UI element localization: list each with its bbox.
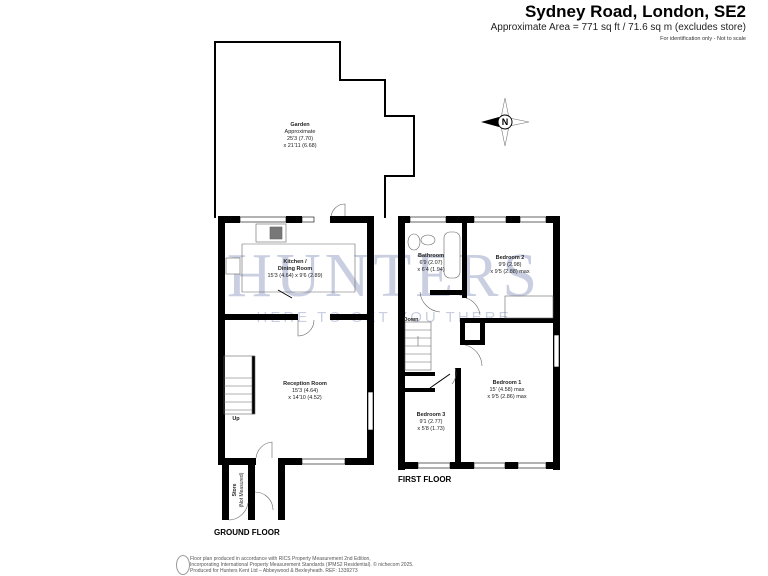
first-stairs — [404, 321, 432, 371]
bathroom-dim-2: x 6'4 (1.94) — [417, 267, 445, 273]
stairs-up-label: Up — [232, 416, 240, 422]
ground-floor-label: GROUND FLOOR — [214, 528, 280, 537]
store-label: Store — [232, 483, 238, 496]
reception-label: Reception Room — [283, 381, 327, 387]
garden-outline — [214, 41, 415, 219]
garden-dim-2: 25'3 (7.70) — [287, 136, 313, 142]
watermark-tagline: HERE TO GET YOU THERE — [257, 309, 512, 326]
watermark: HUNTERS HERE TO GET YOU THERE — [227, 242, 541, 326]
area-summary: Approximate Area = 771 sq ft / 71.6 sq m… — [490, 22, 746, 33]
bedroom2-dim-1: 9'9 (2.98) — [498, 262, 521, 268]
bathroom-label: Bathroom — [418, 253, 444, 259]
garden-dim-3: x 21'11 (6.68) — [283, 143, 316, 149]
garden-dim-1: Approximate — [285, 129, 316, 135]
bedroom3-label: Bedroom 3 — [417, 412, 446, 418]
reception-dim-1: 15'3 (4.64) — [292, 388, 318, 394]
ground-stairs — [223, 355, 256, 415]
kitchen-label: Kitchen / — [283, 259, 307, 265]
page-title: Sydney Road, London, SE2 — [524, 2, 746, 21]
garden-label: Garden — [290, 122, 310, 128]
first-floor-windows — [409, 216, 560, 469]
scale-note: For identification only - Not to scale — [660, 36, 746, 42]
compass-icon: N — [481, 97, 530, 147]
footer-line-1: Floor plan produced in accordance with R… — [190, 556, 371, 562]
bedroom2-dim-2: x 9'5 (2.88) max — [490, 269, 530, 275]
ground-floor-windows — [239, 216, 374, 465]
bedroom1-dim-1: 15' (4.58) max — [490, 387, 525, 393]
bathroom-dim-1: 6'9 (2.07) — [419, 260, 442, 266]
reception-dim-2: x 14'10 (4.52) — [288, 395, 322, 401]
compass-label: N — [502, 117, 509, 127]
kitchen-dim: 15'3 (4.64) x 9'6 (2.89) — [268, 273, 323, 279]
bedroom3-dim-1: 9'1 (2.77) — [419, 419, 442, 425]
ground-floor-walls — [218, 216, 374, 520]
bedroom1-label: Bedroom 1 — [493, 380, 522, 386]
first-floor-doors — [419, 291, 554, 389]
kitchen-label-2: Dining Room — [278, 266, 312, 272]
stairs-down-label: Down — [404, 317, 420, 323]
kitchen-fittings — [225, 223, 356, 299]
bedroom3-dim-2: x 5'8 (1.73) — [417, 426, 445, 432]
measurement-badge-icon — [176, 555, 190, 575]
bathroom-fittings — [407, 231, 461, 279]
footer-notes: Floor plan produced in accordance with R… — [190, 556, 414, 574]
footer-line-2: Incorporating International Property Mea… — [190, 562, 414, 568]
bedroom2-label: Bedroom 2 — [496, 255, 525, 261]
ground-floor-doors — [228, 319, 315, 521]
watermark-brand: HUNTERS — [227, 242, 541, 310]
footer-line-3: Produced for Hunters Kent Ltd – Abbeywoo… — [190, 568, 358, 574]
store-note: (Not Measured) — [239, 472, 245, 507]
bedroom1-dim-2: x 9'5 (2.86) max — [487, 394, 527, 400]
first-floor-label: FIRST FLOOR — [398, 475, 452, 484]
